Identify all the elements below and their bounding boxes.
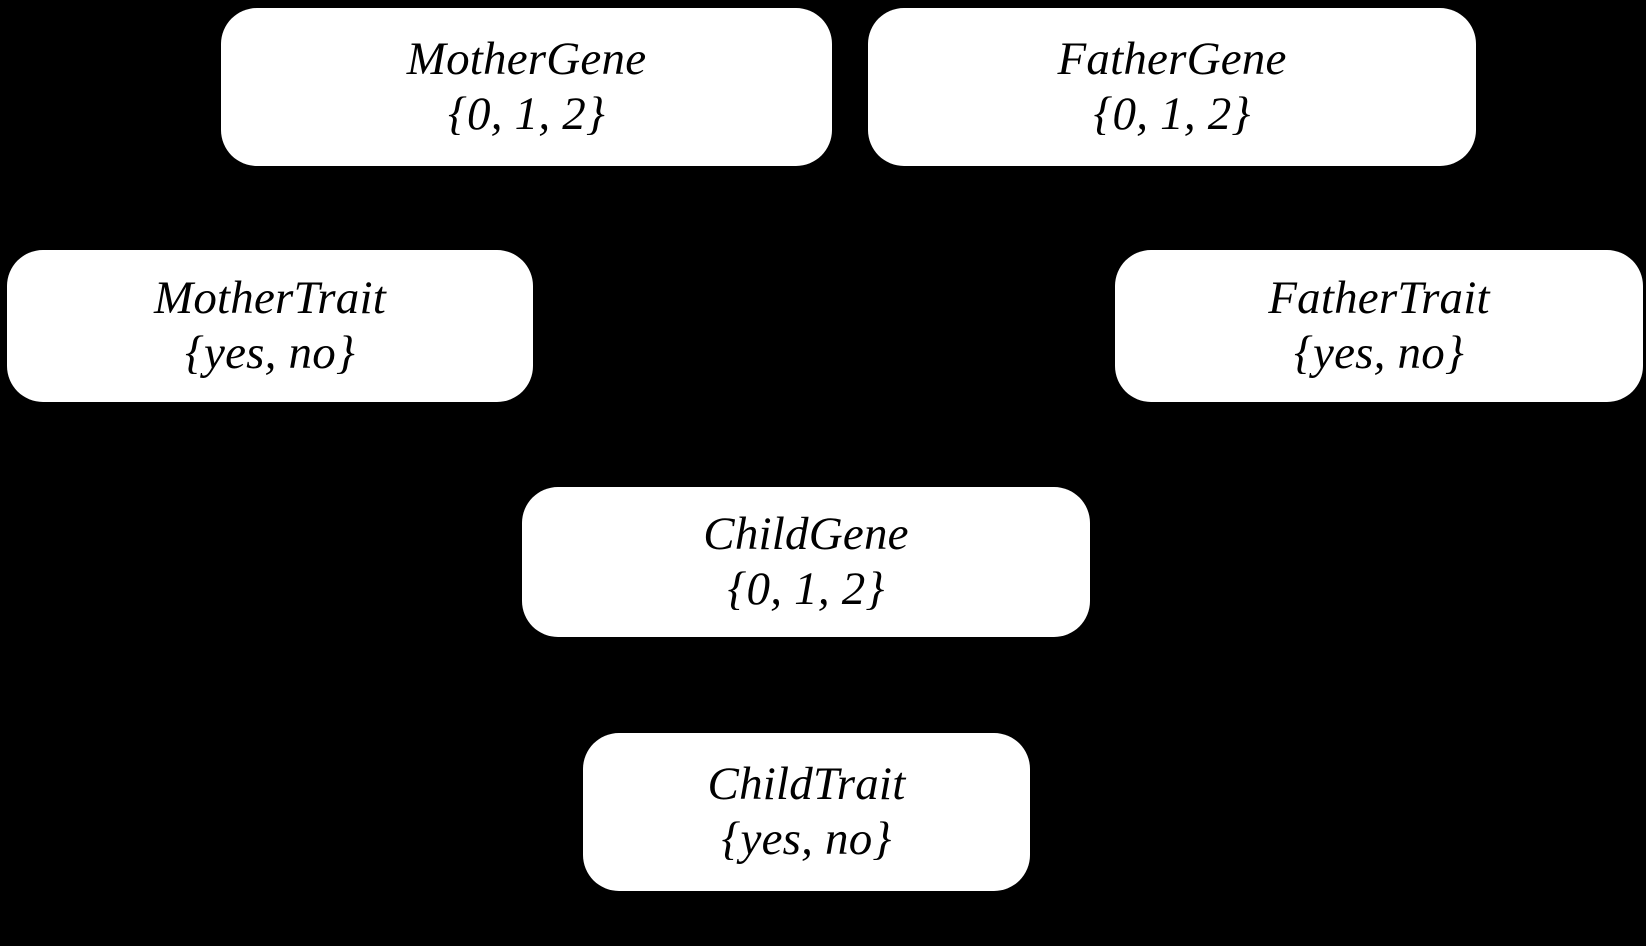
node-father-trait-label: FatherTrait [1268, 272, 1490, 325]
node-father-trait[interactable]: FatherTrait {yes, no} [1115, 250, 1643, 402]
node-child-trait-domain: {yes, no} [721, 813, 892, 865]
node-mother-trait-domain: {yes, no} [185, 327, 355, 379]
node-father-gene-label: FatherGene [1057, 33, 1287, 86]
node-father-gene-domain: {0, 1, 2} [1093, 88, 1251, 140]
node-father-gene[interactable]: FatherGene {0, 1, 2} [868, 8, 1476, 166]
node-child-gene-label: ChildGene [703, 508, 909, 561]
node-child-trait[interactable]: ChildTrait {yes, no} [583, 733, 1030, 891]
node-mother-gene-label: MotherGene [406, 33, 647, 86]
node-child-gene-domain: {0, 1, 2} [727, 563, 885, 615]
node-mother-gene-domain: {0, 1, 2} [448, 88, 605, 140]
node-mother-gene[interactable]: MotherGene {0, 1, 2} [221, 8, 832, 166]
node-mother-trait[interactable]: MotherTrait {yes, no} [7, 250, 533, 402]
node-child-trait-label: ChildTrait [707, 758, 906, 811]
node-father-trait-domain: {yes, no} [1294, 327, 1464, 379]
node-child-gene[interactable]: ChildGene {0, 1, 2} [522, 487, 1090, 637]
node-mother-trait-label: MotherTrait [153, 272, 386, 325]
